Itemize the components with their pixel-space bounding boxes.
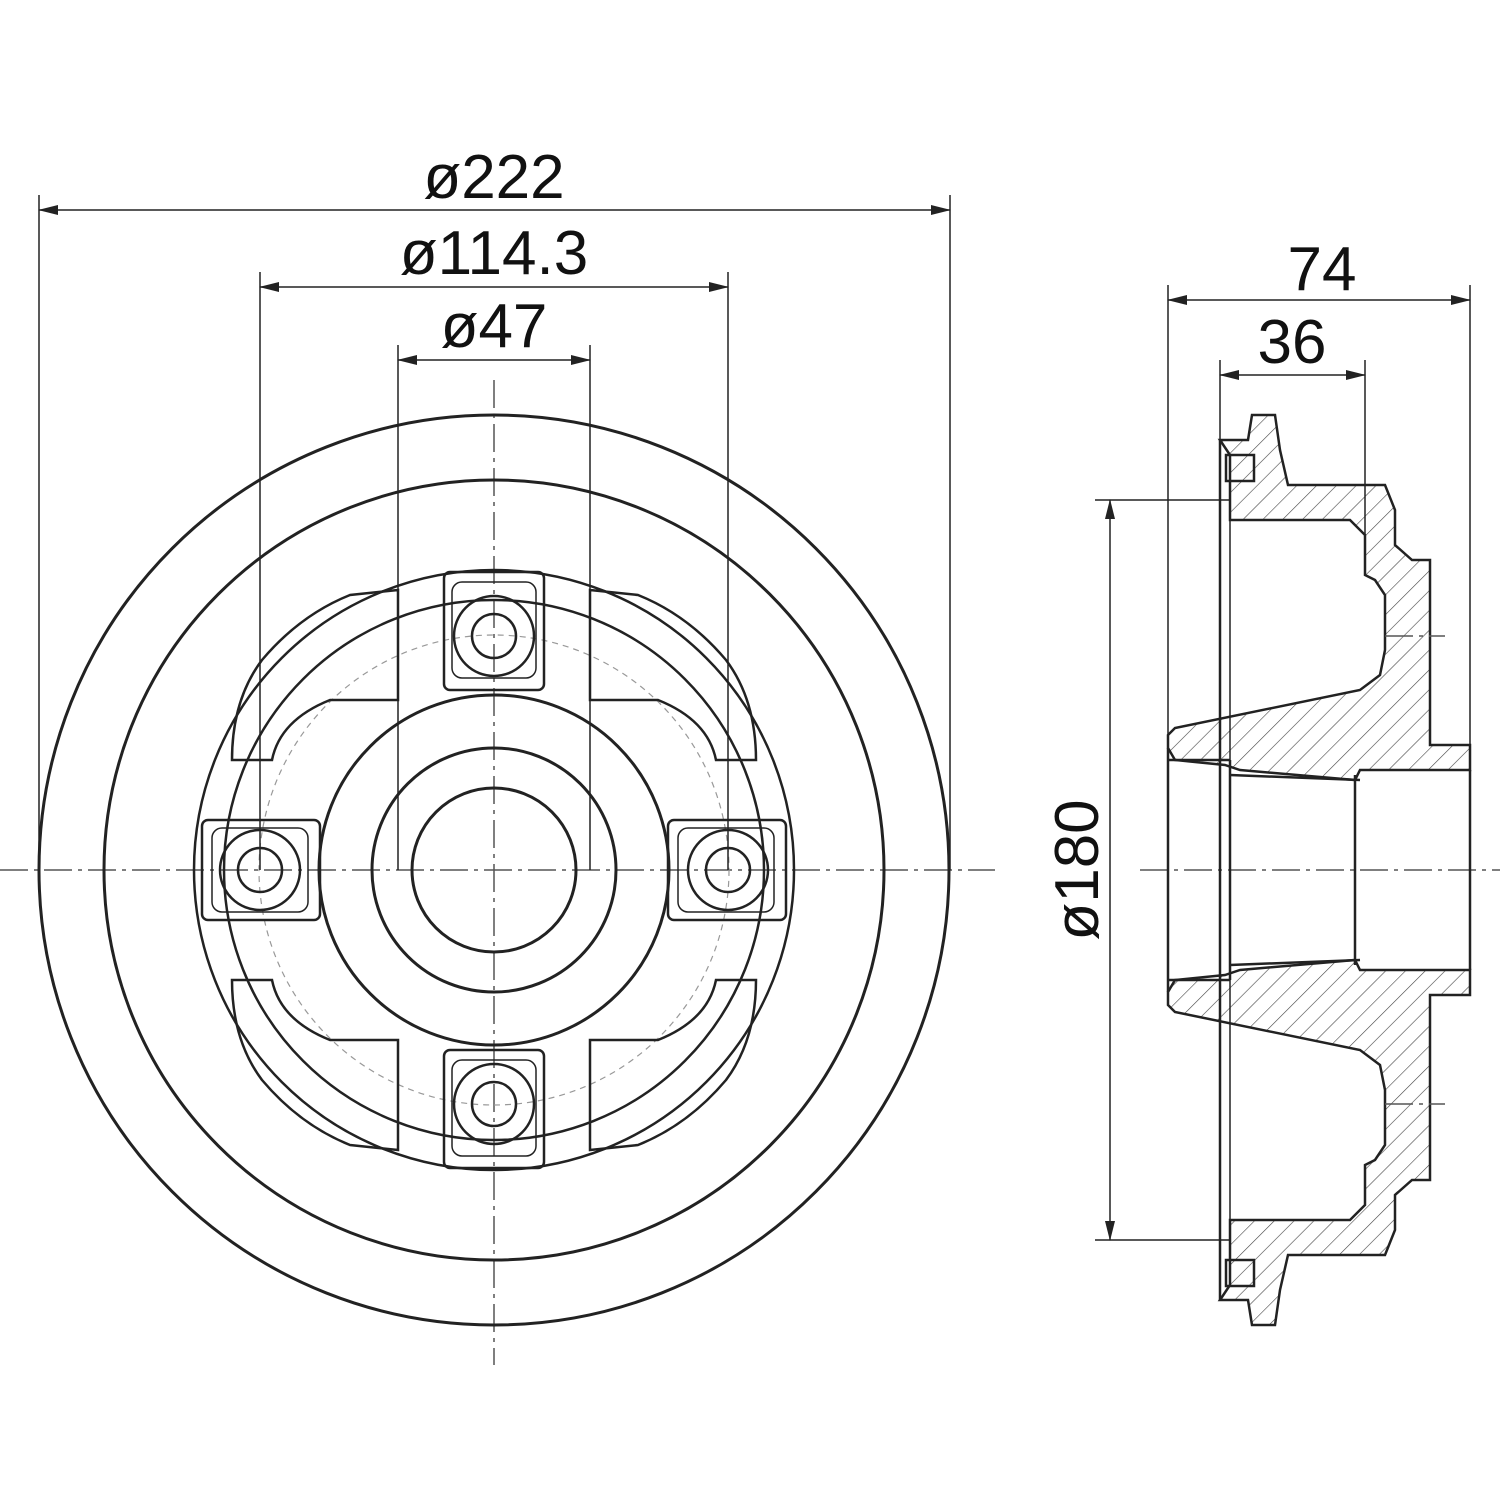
bolt-boss-bottom bbox=[442, 1048, 546, 1170]
bolt-hole-bottom bbox=[452, 1062, 536, 1146]
dimension-hub-height: 36 bbox=[1219, 308, 1366, 535]
side-view: 74 36 ø180 bbox=[1043, 235, 1500, 1327]
front-view: ø222 ø114.3 ø47 bbox=[0, 143, 995, 1365]
hub-bore-outer bbox=[370, 746, 618, 994]
bolt-boss-left bbox=[200, 818, 322, 922]
dimension-overall-height: 74 bbox=[1167, 235, 1471, 745]
hub-bore-inner bbox=[410, 786, 578, 954]
flange-inner-circle bbox=[222, 598, 766, 1142]
label-outer-diameter: ø222 bbox=[423, 143, 564, 212]
stud-top bbox=[1224, 453, 1256, 483]
bolt-boss-top bbox=[442, 570, 546, 692]
rib-pad-top-right bbox=[588, 588, 758, 762]
dimension-center-bore: ø47 bbox=[397, 292, 591, 870]
label-hub-height: 36 bbox=[1258, 308, 1327, 377]
bolt-circle-hidden bbox=[258, 634, 730, 1106]
dimension-braking-diameter: ø180 bbox=[1043, 499, 1230, 1241]
dimension-bolt-circle: ø114.3 bbox=[259, 219, 729, 870]
rib-pad-bottom-right bbox=[588, 978, 758, 1152]
section-upper bbox=[1166, 413, 1472, 782]
flange-outer-circle bbox=[192, 568, 796, 1172]
label-center-bore: ø47 bbox=[441, 292, 548, 361]
label-overall-height: 74 bbox=[1288, 235, 1357, 304]
section-lower bbox=[1166, 958, 1472, 1327]
stud-bottom bbox=[1224, 1258, 1256, 1288]
label-braking-diameter: ø180 bbox=[1043, 799, 1112, 940]
bolt-hole-top bbox=[452, 594, 536, 678]
label-bolt-circle: ø114.3 bbox=[400, 219, 588, 288]
dimension-outer-diameter: ø222 bbox=[38, 143, 951, 870]
rib-pad-bottom-left bbox=[230, 978, 400, 1152]
rib-pad-top-left bbox=[230, 588, 400, 762]
drum-inner-circle bbox=[102, 478, 886, 1262]
